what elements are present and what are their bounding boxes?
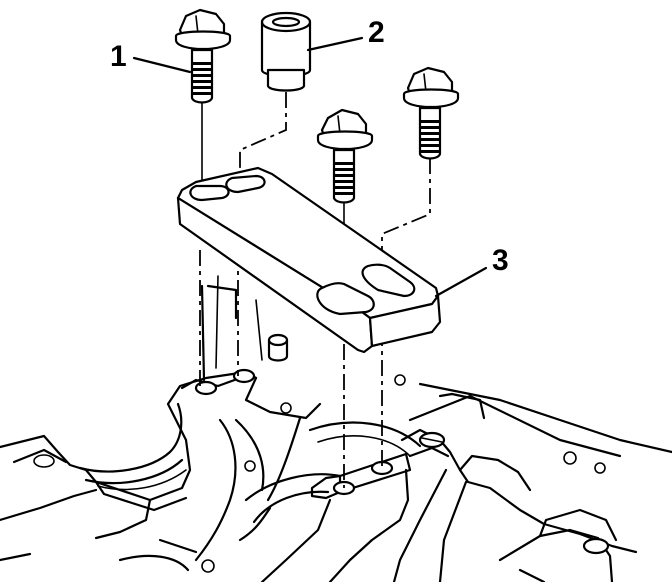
engine-block [0,275,672,582]
bolt-1 [174,8,232,104]
callout-labels: 1 2 3 [110,16,509,277]
callout-2: 2 [368,16,385,49]
callout-3: 3 [492,244,509,277]
bolt-right [402,66,460,160]
bolt-center [316,108,374,204]
spacer-plate [176,166,442,354]
sleeve-2 [260,11,312,92]
leader-lines [132,36,488,298]
callout-1: 1 [110,40,127,73]
